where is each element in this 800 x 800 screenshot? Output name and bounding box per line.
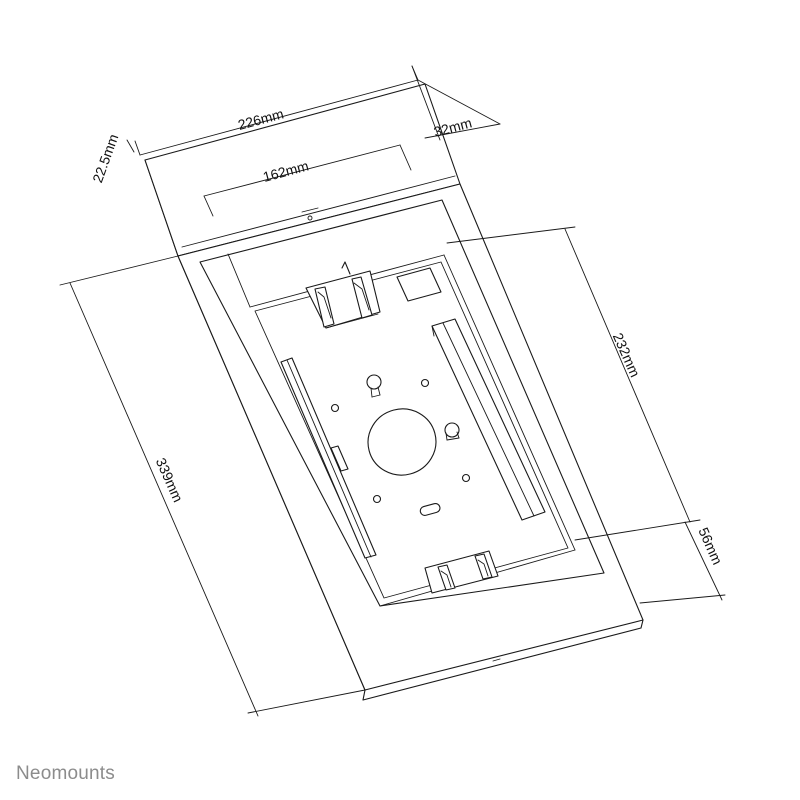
cable-cutout (367, 408, 437, 476)
enclosure-body (144, 83, 644, 701)
oblong-slot (419, 503, 441, 516)
dim-bezel-depth: 32mm (432, 114, 474, 140)
top-latch (305, 261, 381, 329)
back-plate (254, 261, 569, 599)
keyhole-slot-upper (366, 374, 382, 398)
mounting-hole (372, 494, 382, 504)
mounting-hole (330, 403, 340, 413)
dim-bottom-offset: 56mm (695, 525, 725, 567)
mounting-hole (461, 473, 471, 483)
dim-inner-height: 232mm (610, 330, 644, 379)
brand-logo-text: Neomounts (16, 763, 115, 784)
dim-outer-height: 339mm (153, 455, 187, 504)
dim-thickness: 22.5mm (89, 132, 121, 185)
dimension-lines (59, 65, 726, 717)
bottom-latch (424, 550, 499, 594)
mounting-hole (420, 378, 430, 388)
keyhole-slot-lower (444, 422, 460, 441)
